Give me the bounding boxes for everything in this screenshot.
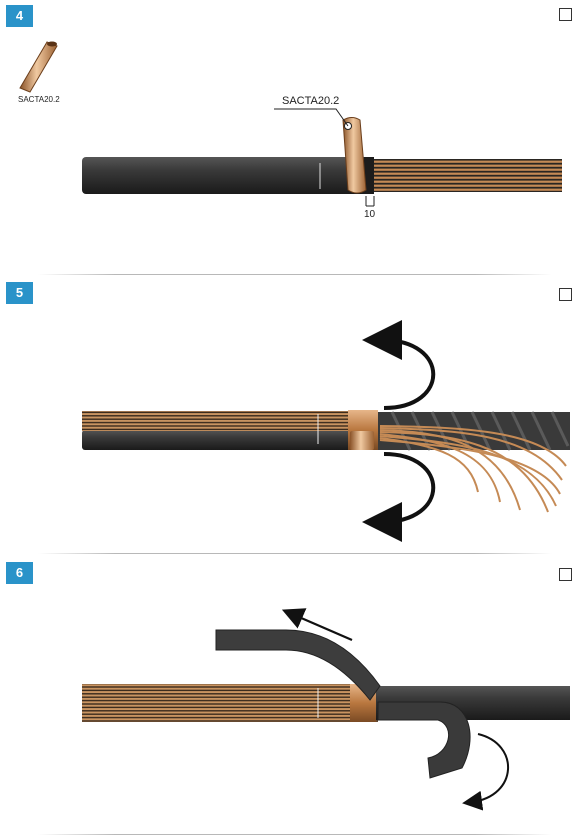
curl-direction-arrow — [462, 733, 509, 811]
step-6: 6 — [0, 558, 582, 840]
cable-end-cap — [364, 157, 374, 194]
callout-label: SACTA20.2 — [282, 95, 340, 107]
section-divider — [38, 274, 552, 275]
sacta-ring — [348, 410, 378, 450]
completion-checkbox[interactable] — [559, 568, 572, 581]
cable-braid-strands — [372, 159, 562, 192]
step-number-badge: 5 — [6, 282, 33, 304]
peeled-sleeve-lower — [377, 701, 471, 779]
step-5-illustration — [82, 320, 570, 542]
folded-braid-strands — [82, 684, 378, 722]
step-4-illustration — [19, 41, 562, 207]
pull-direction-arrow — [281, 608, 353, 642]
cable-jacket — [82, 157, 372, 194]
step-number-badge: 4 — [6, 5, 33, 27]
completion-checkbox[interactable] — [559, 288, 572, 301]
sacta-ring-part-icon — [19, 41, 58, 93]
completion-checkbox[interactable] — [559, 8, 572, 21]
dimension-bracket — [365, 196, 375, 207]
part-label: SACTA20.2 — [18, 95, 60, 104]
fold-back-arrow-top — [362, 320, 436, 410]
section-divider — [38, 553, 552, 554]
peeled-sleeve-upper — [215, 629, 381, 701]
callout-leader-line — [274, 108, 349, 127]
dimension-label: 10 — [364, 209, 376, 220]
step-5: 5 — [0, 280, 582, 558]
step-6-illustration — [82, 608, 570, 811]
splayed-braid-strands — [379, 425, 567, 513]
step-number-badge: 6 — [6, 562, 33, 584]
folded-braid-strands — [82, 411, 378, 444]
sacta-ring — [342, 117, 367, 194]
step-4: 4 SACTA20.2 SA — [0, 0, 582, 280]
section-divider — [38, 834, 552, 835]
fold-back-arrow-bottom — [362, 452, 436, 542]
cable-jacket — [82, 430, 378, 450]
